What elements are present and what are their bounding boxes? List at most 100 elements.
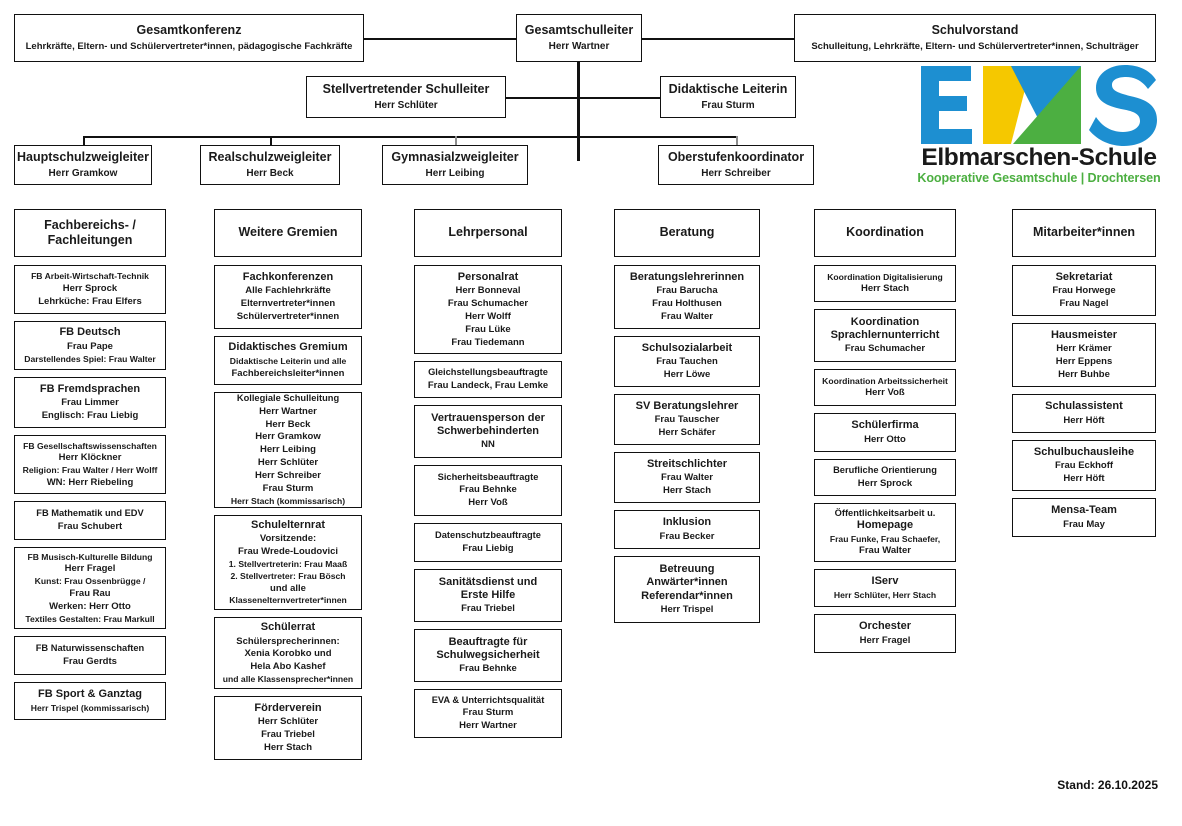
item-title-line: Beratungslehrerinnen (629, 270, 745, 283)
column-header-beratung[interactable]: Beratung (614, 209, 760, 257)
item-title-line: FB Fremdsprachen (39, 382, 141, 395)
item-detail-line: Frau Holthusen (652, 298, 722, 310)
item-title-line: FB Mathematik und EDV (36, 508, 144, 519)
school-logo: Elbmarschen-Schule Kooperative Gesamtsch… (913, 62, 1165, 190)
item-detail-line: Herr Sprock (62, 282, 118, 294)
item-detail-line: Frau Pape (67, 340, 113, 352)
item-title-line: Streitschlichter (646, 457, 728, 470)
item-detail-line: Frau Limmer (61, 397, 119, 409)
box-hauptschulzweigleiter[interactable]: Hauptschulzweigleiter Herr Gramkow (14, 145, 152, 185)
box-stellvertretender-schulleiter[interactable]: Stellvertretender Schulleiter Herr Schlü… (306, 76, 506, 118)
column-header-lehrpersonal[interactable]: Lehrpersonal (414, 209, 562, 257)
box-didaktische-leiterin[interactable]: Didaktische Leiterin Frau Sturm (660, 76, 796, 118)
item-detail-line: Herr Sprock (857, 477, 913, 489)
box-title: Oberstufenkoordinator (667, 149, 805, 164)
box-gesamtschulleiter[interactable]: Gesamtschulleiter Herr Wartner (516, 14, 642, 62)
item-detail-line: Frau Walter (859, 545, 911, 557)
box-gymnasialzweigleiter[interactable]: Gymnasialzweigleiter Herr Leibing (382, 145, 528, 185)
item-detail-line: Frau Tauscher (654, 414, 720, 426)
item-detail-line: Klassenelternvertreter*innen (229, 595, 347, 606)
item-detail-line: Frau Sturm (462, 707, 514, 719)
item-detail-line: Herr Buhbe (1058, 369, 1110, 381)
box-gesamtkonferenz[interactable]: Gesamtkonferenz Lehrkräfte, Eltern- und … (14, 14, 364, 62)
item-detail-line: Schülervertreter*innen (236, 311, 340, 323)
box-oberstufenkoordinator[interactable]: Oberstufenkoordinator Herr Schreiber (658, 145, 814, 185)
item-title-line: Gleichstellungsbeauftragte (428, 367, 548, 378)
item-detail-line: Frau Liebig (462, 542, 514, 554)
item-title-line: Öffentlichkeitsarbeit u. (834, 507, 936, 518)
item-title-line: EVA & Unterrichtsqualität (431, 694, 545, 705)
item-detail-line: Herr Schlüter (257, 716, 319, 728)
item-title-line: Sekretariat (1055, 270, 1113, 283)
item-detail-line: Herr Fragel (64, 563, 116, 575)
column-header-koordination[interactable]: Koordination (814, 209, 956, 257)
item-detail-line: Herr Voß (865, 387, 905, 399)
connector-drop-realschule (270, 136, 272, 145)
item-detail-line: Frau Schubert (57, 520, 123, 532)
item-detail-line: Frau Tiedemann (451, 336, 525, 348)
column-header-mitarbeiterinnen[interactable]: Mitarbeiter*innen (1012, 209, 1156, 257)
item-title-line: Schulsozialarbeit (641, 341, 733, 354)
column-header-fachbereichs-fachleitungen[interactable]: Fachbereichs- /Fachleitungen (14, 209, 166, 257)
column-header-line: Beratung (659, 225, 715, 240)
item-detail-line: Herr Voß (468, 497, 508, 509)
item-title-line: Inklusion (662, 516, 712, 529)
box-subtitle: Lehrkräfte, Eltern- und Schülervertreter… (25, 41, 353, 53)
box-title: Gymnasialzweigleiter (391, 149, 519, 164)
item-detail-line: Elternvertreter*innen (240, 298, 336, 310)
column-header-line: Lehrpersonal (448, 225, 528, 240)
item-title-line: FB Musisch-Kulturelle Bildung (27, 551, 153, 562)
box-schulvorstand[interactable]: Schulvorstand Schulleitung, Lehrkräfte, … (794, 14, 1156, 62)
column-header-weitere-gremien[interactable]: Weitere Gremien (214, 209, 362, 257)
item-title-line: Berufliche Orientierung (833, 465, 937, 476)
column-header-line: Fachbereichs- / (44, 217, 136, 232)
item-detail-line: Xenia Korobko und (244, 648, 332, 660)
item-detail-line: Frau Schumacher (447, 297, 529, 309)
stand-date: Stand: 26.10.2025 (1057, 778, 1158, 792)
item-detail-line: Herr Trispel (660, 604, 714, 616)
box-realschulzweigleiter[interactable]: Realschulzweigleiter Herr Beck (200, 145, 340, 185)
connector-zweigleiter-bus-left (83, 136, 578, 138)
